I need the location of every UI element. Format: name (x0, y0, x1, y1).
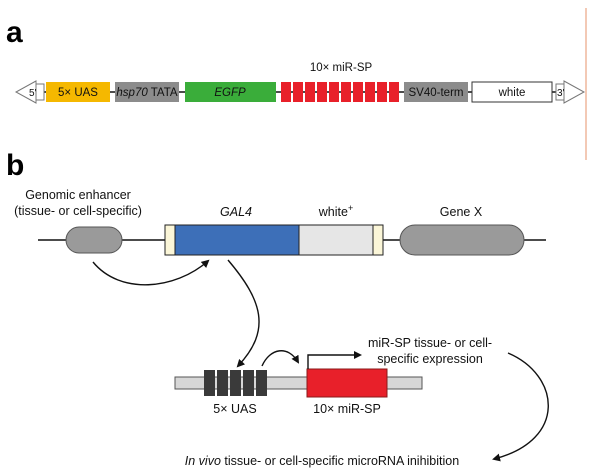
white-plus-sup: + (348, 203, 353, 213)
cassette-right-end (372, 224, 384, 256)
mir-sp-repeat (281, 82, 291, 102)
gal4-label: GAL4 (220, 205, 252, 219)
enhancer-label-line2: (tissue- or cell-specific) (14, 204, 142, 218)
expression-to-inhibition-arrow (492, 352, 549, 462)
tata-label-italic: hsp70 (116, 87, 148, 99)
three-prime-arrow (563, 80, 586, 104)
inhibition-label: In vivo tissue- or cell-specific microRN… (185, 454, 459, 468)
white-box (471, 81, 553, 103)
expression-label-line2: specific expression (377, 352, 483, 366)
mir-sp-label-a: 10× miR-SP (310, 62, 373, 74)
inhibition-rest: tissue- or cell-specific microRNA inihib… (221, 454, 459, 468)
mir-sp-repeat (365, 82, 375, 102)
tata-label-rest: TATA (148, 87, 178, 99)
mir-sp-repeat (389, 82, 399, 102)
gene-x (399, 224, 525, 256)
tata-box (115, 82, 179, 102)
mir-sp-repeat (305, 82, 315, 102)
white-plus-box (298, 224, 374, 256)
sv40-box (404, 82, 468, 102)
three-prime-label: 3' (557, 88, 565, 99)
mir-sp-label-b: 10× miR-SP (313, 402, 381, 416)
egfp-label: EGFP (214, 87, 246, 99)
mir-sp-box-b (306, 368, 388, 398)
expression-label-line1: miR-SP tissue- or cell- (368, 336, 492, 350)
uas-repeat (217, 370, 228, 396)
five-prime-label: 5' (29, 88, 37, 99)
transcription-start-arrow (307, 351, 362, 369)
five-prime-arrow-body (35, 83, 45, 101)
inhibition-italic: In vivo (185, 454, 221, 468)
mir-sp-repeat (329, 82, 339, 102)
uas-repeats (204, 370, 267, 396)
mir-sp-repeat (353, 82, 363, 102)
gal4-to-uas-arrow (227, 259, 260, 368)
mir-sp-repeat (377, 82, 387, 102)
uas-repeat (204, 370, 215, 396)
mir-sp-repeat (293, 82, 303, 102)
white-plus-text: white (318, 205, 348, 219)
gal4-box (174, 224, 300, 256)
enhancer-label-line1: Genomic enhancer (25, 188, 131, 202)
genomic-enhancer (65, 226, 123, 254)
uas-activation-arrow (261, 350, 300, 367)
panel-b-label: b (6, 149, 24, 182)
mir-sp-repeats (281, 82, 399, 102)
mir-sp-repeat (341, 82, 351, 102)
white-label: white (498, 87, 526, 99)
gene-x-label: Gene X (440, 205, 483, 219)
mir-sp-repeat (317, 82, 327, 102)
white-plus-label: white+ (318, 203, 353, 219)
uas-repeat (230, 370, 241, 396)
uas-label: 5× UAS (58, 87, 98, 99)
enhancer-to-gal4-arrow (92, 259, 210, 286)
cassette-left-end (164, 224, 176, 256)
panel-a-label: a (6, 16, 23, 49)
uas-repeat (256, 370, 267, 396)
uas-label-b: 5× UAS (213, 402, 256, 416)
egfp-box (185, 82, 276, 102)
tata-label: hsp70 TATA (116, 87, 177, 99)
uas-box (46, 82, 110, 102)
uas-repeat (243, 370, 254, 396)
sv40-label: SV40-term (409, 87, 464, 99)
